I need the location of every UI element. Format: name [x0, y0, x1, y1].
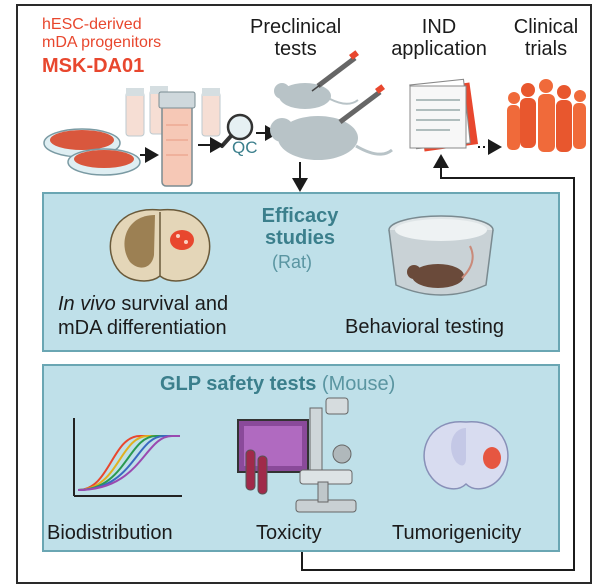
petri-dish-icon [43, 128, 141, 176]
preclinical-label: Preclinical tests [250, 16, 342, 60]
source-label: hESC-derived mDA progenitors [42, 16, 162, 51]
in-vivo-label: In vivo survival and mDA differentiation [58, 293, 229, 339]
tube-rack-icon [125, 86, 221, 137]
toxicity-label: Toxicity [256, 522, 322, 544]
behavioral-label: Behavioral testing [345, 316, 504, 338]
qc-label: QC [232, 138, 258, 157]
ind-label: IND application [391, 16, 487, 60]
product-name: MSK-DA01 [42, 55, 145, 77]
people-icon [507, 79, 586, 152]
brain-section-icon-2 [423, 421, 509, 490]
cell-vial-icon [158, 91, 196, 187]
syringe-icon [311, 50, 359, 92]
document-icon [409, 78, 479, 152]
feedback-arrow [301, 154, 575, 571]
syringe-icon-2 [338, 84, 385, 124]
bucket-rat-icon [388, 215, 494, 296]
safety-title: GLP safety tests (Mouse) [160, 373, 396, 395]
microscope-icon [295, 397, 357, 513]
efficacy-subtitle: (Rat) [272, 252, 312, 272]
brain-section-icon [109, 208, 211, 282]
curves-plot-icon [73, 418, 182, 497]
biodistribution-label: Biodistribution [47, 522, 173, 544]
test-tube-icon [245, 449, 268, 495]
efficacy-title: Efficacy studies [261, 205, 339, 249]
tumorigenicity-label: Tumorigenicity [392, 522, 522, 544]
clinical-label: Clinical trials [513, 16, 579, 60]
rat-icon [270, 116, 393, 160]
mouse-icon [274, 83, 359, 109]
